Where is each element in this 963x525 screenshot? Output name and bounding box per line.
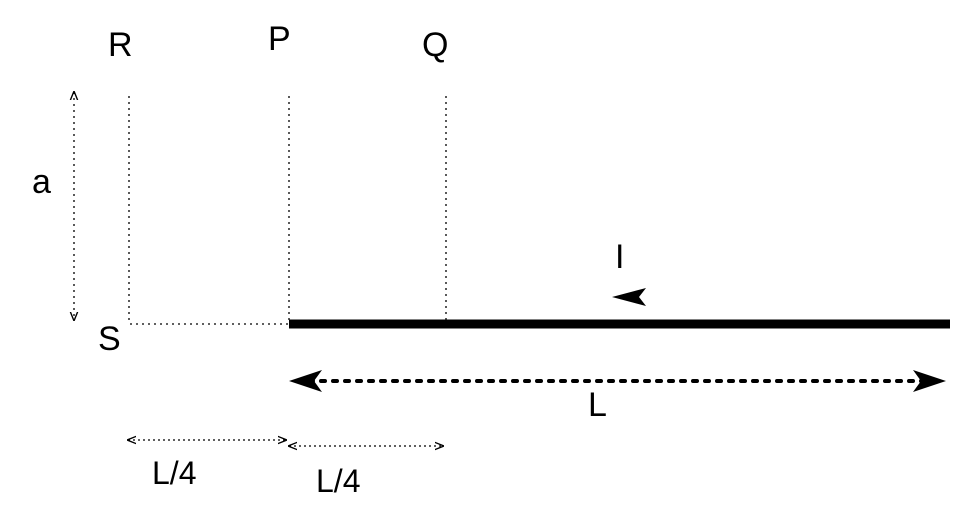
length-arrowhead-left <box>289 370 322 392</box>
label-q: Q <box>422 26 448 64</box>
label-r: R <box>108 26 133 64</box>
label-quarter-left: L/4 <box>152 455 196 491</box>
label-p: P <box>268 20 291 58</box>
current-direction-arrow <box>612 288 646 306</box>
label-current: I <box>615 238 624 276</box>
length-arrowhead-right <box>913 370 946 392</box>
label-length: L <box>588 386 607 424</box>
label-s: S <box>98 320 121 358</box>
label-a: a <box>32 163 51 201</box>
label-quarter-right: L/4 <box>316 463 360 499</box>
